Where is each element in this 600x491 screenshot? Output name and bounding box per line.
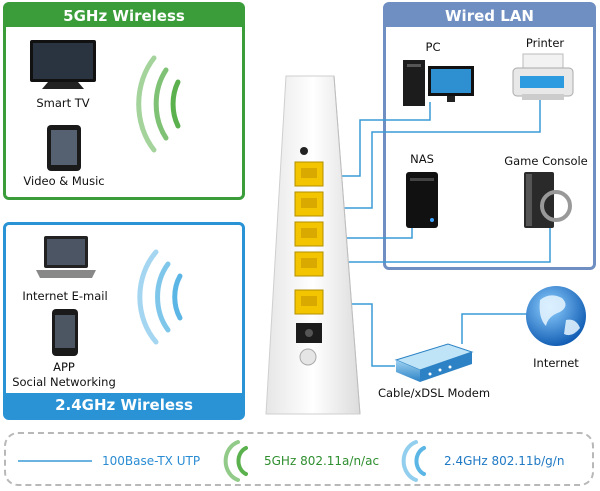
panel-5ghz-wireless: 5GHz Wireless [3,2,245,200]
pc-label: PC [425,40,441,54]
phone-label-line2: Social Networking [12,375,116,389]
pc-icon [403,60,474,106]
cable-printer [330,100,541,209]
panel-5ghz-title: 5GHz Wireless [6,5,242,27]
tablet-icon [47,125,81,171]
cable-internet [461,313,530,344]
legend-24ghz-label: 2.4GHz 802.11b/g/n [444,454,565,468]
printer-label: Printer [525,36,565,50]
internet-globe-icon [526,286,586,346]
printer-icon [512,53,574,100]
smart-tv-icon [30,40,96,89]
modem-label: Cable/xDSL Modem [377,386,491,400]
wifi-24ghz-waves-icon [137,249,183,345]
legend-24ghz-waves-icon [401,440,426,482]
phone-label-line1: APP [53,360,75,374]
tablet-label: Video & Music [23,174,105,188]
game-console-label: Game Console [504,154,588,168]
panel-wired-lan-title: Wired LAN [386,5,593,27]
phone-icon [52,309,78,356]
wifi-5ghz-waves-icon [136,55,181,153]
legend-5ghz-waves-icon [223,440,248,482]
panel-24ghz-title: 2.4GHz Wireless [6,393,242,417]
modem-icon [394,343,474,382]
laptop-label: Internet E-mail [22,289,108,303]
game-console-icon [524,172,572,228]
panel-24ghz-wireless: 2.4GHz Wireless [3,222,245,420]
nas-label: NAS [410,152,434,166]
cable-nas [330,228,413,239]
panel-wired-lan: Wired LAN [383,2,596,270]
laptop-icon [36,236,96,278]
router-icon [265,75,361,415]
legend-utp-label: 100Base-TX UTP [102,454,201,468]
legend [4,432,594,486]
internet-label: Internet [533,356,579,370]
cable-console [330,228,551,263]
cable-pc [330,102,431,177]
nas-icon [406,172,438,228]
legend-5ghz-label: 5GHz 802.11a/n/ac [264,454,380,468]
smart-tv-label: Smart TV [36,96,90,110]
ethernet-cables [330,100,551,367]
